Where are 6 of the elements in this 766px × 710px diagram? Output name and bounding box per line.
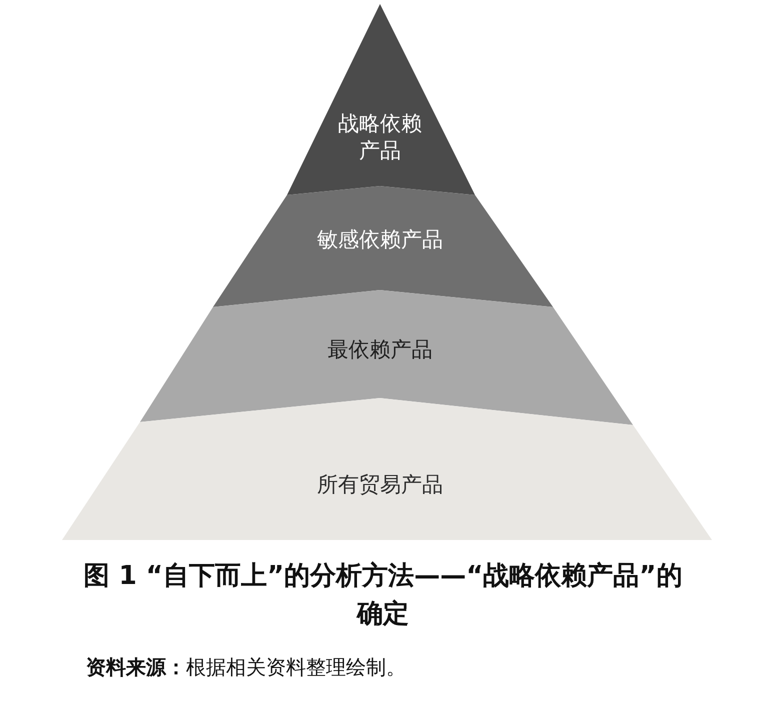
source-note: 资料来源：根据相关资料整理绘制。 <box>86 654 406 681</box>
layer-label: 敏感依赖产品 <box>316 226 444 254</box>
layer-label: 战略依赖产品 <box>337 110 423 165</box>
layer-label: 所有贸易产品 <box>316 471 444 498</box>
layer-label: 最依赖产品 <box>326 336 434 364</box>
figure-caption: 图 1 “自下而上”的分析方法——“战略依赖产品”的确定 <box>83 560 683 631</box>
